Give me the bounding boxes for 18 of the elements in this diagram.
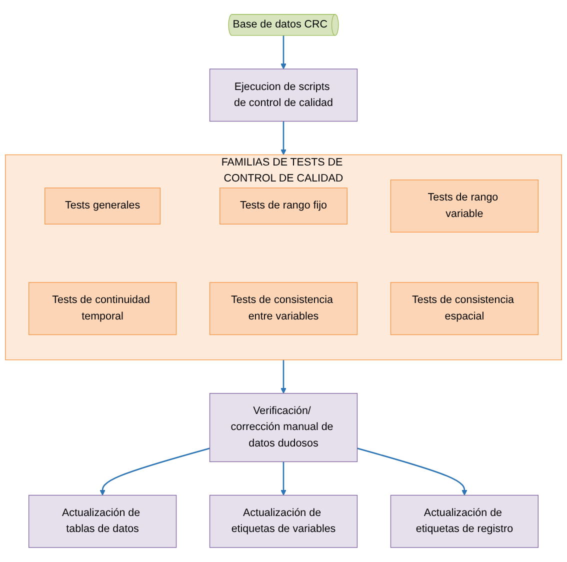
arrow [100,448,210,496]
node-box: Tests generales [44,188,161,225]
node-box: Actualización de etiquetas de variables [209,494,358,548]
node-text: Base de datos CRC [232,18,328,30]
node-box: Tests de consistencia espacial [390,282,539,336]
arrow [280,360,286,394]
node-box: Tests de consistencia entre variables [209,282,358,336]
arrow [280,121,286,156]
arrow [280,36,286,70]
node-box: Ejecucion de scripts de control de calidad [209,68,358,122]
node-box: Tests de rango variable [390,180,539,233]
node-box: Actualización de tablas de datos [28,494,177,548]
node-box: Tests de rango fijo [220,188,348,225]
node-box: Tests de continuidad temporal [28,282,177,336]
node-box: Actualización de etiquetas de registro [390,494,539,548]
arrow [357,448,468,496]
arrow [280,462,286,496]
node-box: Verificación/ corrección manual de datos dudosos [209,393,358,462]
